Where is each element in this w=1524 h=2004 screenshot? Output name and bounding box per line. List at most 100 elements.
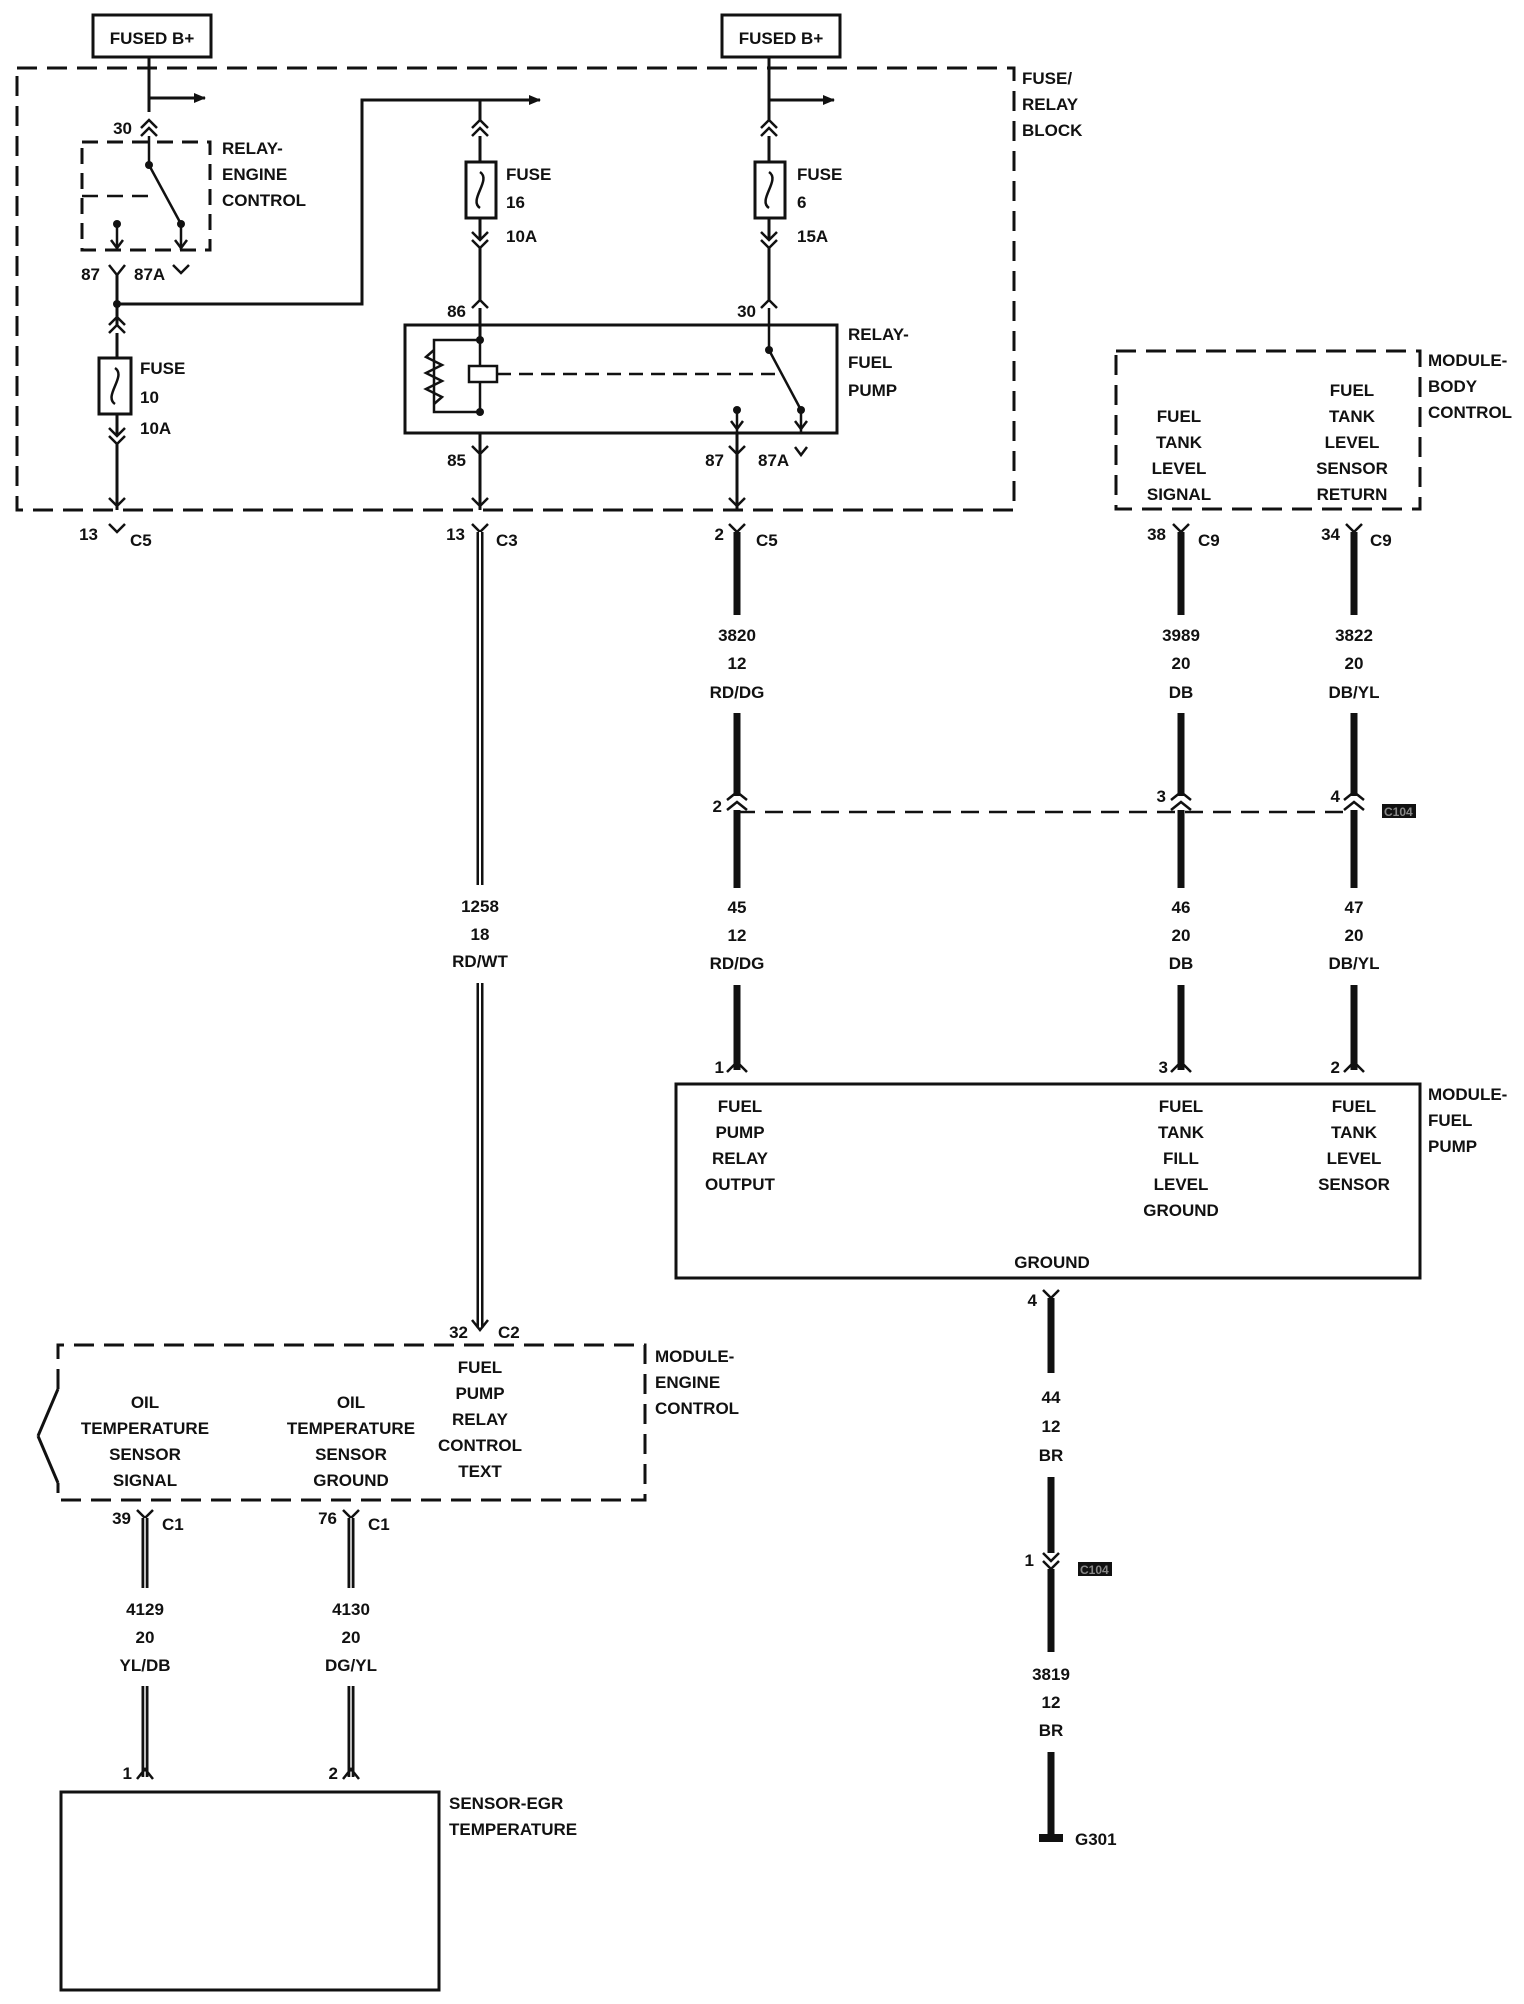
fuse-relay-block-label-2: RELAY: [1022, 95, 1079, 114]
relay-fuel-pump: 86 30 RELAY- FUEL PUMP 85 87 87A: [403, 302, 909, 510]
module-engine-sig3-3: RELAY: [452, 1410, 509, 1429]
wire-column-1354: 3822 20 DB/YL 47 20 DB/YL 2: [1329, 532, 1380, 1077]
module-body-label-1: MODULE-: [1428, 351, 1507, 370]
fuse-10-amp: 10A: [140, 419, 171, 438]
ground-g301-label: G301: [1075, 1830, 1117, 1849]
fuse-6: FUSE 6 15A: [753, 57, 842, 309]
module-fuel-label-3: PUMP: [1428, 1137, 1477, 1156]
module-fuel-sig1-2: PUMP: [715, 1123, 764, 1142]
module-engine-sig2-1: OIL: [337, 1393, 365, 1412]
connector-c5-13: 13 C5: [79, 523, 152, 550]
relay-engine-control: 30 RELAY- ENGINE CONTROL 87 87A: [80, 57, 306, 325]
module-body-sig2-1: FUEL: [1330, 381, 1374, 400]
module-body-sig1-2: TANK: [1156, 433, 1203, 452]
wire-47-gauge: 20: [1345, 926, 1364, 945]
connector-c5-13-name: C5: [130, 531, 152, 550]
wire-1258-circuit: 1258: [461, 897, 499, 916]
wire-44-color: BR: [1039, 1446, 1064, 1465]
module-fuel-sig2-2: TANK: [1158, 1123, 1205, 1142]
module-fuel-sig1-1: FUEL: [718, 1097, 762, 1116]
relay-fuel-label-2: FUEL: [848, 353, 892, 372]
wire-4129: 39 C1 4129 20 YL/DB 1: [112, 1509, 184, 1783]
connector-c9-34: 34 C9: [1321, 523, 1392, 550]
module-body-sig1-4: SIGNAL: [1147, 485, 1211, 504]
module-engine-sig2-3: SENSOR: [315, 1445, 387, 1464]
module-engine-sig1-3: SENSOR: [109, 1445, 181, 1464]
sensor-egr-label-1: SENSOR-EGR: [449, 1794, 563, 1813]
module-body-sig2-4: SENSOR: [1316, 459, 1388, 478]
module-engine-sig1-2: TEMPERATURE: [81, 1419, 209, 1438]
module-body-sig1-3: LEVEL: [1152, 459, 1207, 478]
wire-4129-color: YL/DB: [120, 1656, 171, 1675]
wire-4130-gauge: 20: [342, 1628, 361, 1647]
wire-45-gauge: 12: [728, 926, 747, 945]
module-engine-sig3-4: CONTROL: [438, 1436, 522, 1455]
module-engine-label-1: MODULE-: [655, 1347, 734, 1366]
wire-47-color: DB/YL: [1329, 954, 1380, 973]
fuse-16-number: 16: [506, 193, 525, 212]
module-fuel-sig3-3: LEVEL: [1327, 1149, 1382, 1168]
module-body-sig2-5: RETURN: [1317, 485, 1388, 504]
module-engine-sig3-2: PUMP: [455, 1384, 504, 1403]
connector-c104-pin1: 1: [1025, 1551, 1034, 1570]
sensor-egr-pin2: 2: [329, 1764, 338, 1783]
module-fuel-label-1: MODULE-: [1428, 1085, 1507, 1104]
module-fuel-sig2-3: FILL: [1163, 1149, 1199, 1168]
ground-wire: 4 44 12 BR 1 C104 3819 12 BR G301: [1025, 1289, 1117, 1849]
wire-46-circuit: 46: [1172, 898, 1191, 917]
module-fuel-pin2: 2: [1331, 1058, 1340, 1077]
relay-engine-label-3: CONTROL: [222, 191, 306, 210]
module-engine-sig3-1: FUEL: [458, 1358, 502, 1377]
module-body-sig2-3: LEVEL: [1325, 433, 1380, 452]
module-fuel-label-2: FUEL: [1428, 1111, 1472, 1130]
wire-1258-color: RD/WT: [452, 952, 508, 971]
relay-fuel-label-1: RELAY-: [848, 325, 909, 344]
module-body-control: MODULE- BODY CONTROL FUEL TANK LEVEL SIG…: [1114, 349, 1512, 511]
module-engine-sig3-5: TEXT: [458, 1462, 502, 1481]
connector-c104-pin4: 4: [1331, 787, 1341, 806]
connector-c1-39-name: C1: [162, 1515, 184, 1534]
relay-fuel-pin85: 85: [447, 451, 466, 470]
wire-4130-color: DG/YL: [325, 1656, 377, 1675]
connector-c104: 2 3 4 C104: [713, 787, 1416, 819]
relay-engine-pin30: 30: [113, 119, 132, 138]
fused-b-plus-left-label: FUSED B+: [110, 29, 195, 48]
relay-fuel-pin87: 87: [705, 451, 724, 470]
relay-fuel-pin86: 86: [447, 302, 466, 321]
module-fuel-sig1-3: RELAY: [712, 1149, 769, 1168]
fused-b-plus-right: FUSED B+: [720, 13, 842, 59]
relay-feed-wire: [117, 95, 541, 306]
wire-45-color: RD/DG: [710, 954, 765, 973]
relay-engine-pin87a: 87A: [134, 265, 165, 284]
wire-1258-gauge: 18: [471, 925, 490, 944]
module-body-label-3: CONTROL: [1428, 403, 1512, 422]
module-engine-sig2-4: GROUND: [313, 1471, 389, 1490]
module-fuel-sig3-2: TANK: [1331, 1123, 1378, 1142]
relay-engine-label-2: ENGINE: [222, 165, 287, 184]
module-fuel-sig1-4: OUTPUT: [705, 1175, 776, 1194]
module-fuel-sig3-1: FUEL: [1332, 1097, 1376, 1116]
wire-1258: 1258 18 RD/WT 32 C2: [449, 532, 520, 1342]
relay-fuel-label-3: PUMP: [848, 381, 897, 400]
connector-c104-name-2: C104: [1080, 1563, 1109, 1577]
wire-47-circuit: 47: [1345, 898, 1364, 917]
wire-44-circuit: 44: [1042, 1388, 1061, 1407]
wire-3989-gauge: 20: [1172, 654, 1191, 673]
module-body-label-2: BODY: [1428, 377, 1478, 396]
module-body-sig1-1: FUEL: [1157, 407, 1201, 426]
connector-c2-32-pin: 32: [449, 1323, 468, 1342]
connector-c104-pin3: 3: [1157, 787, 1166, 806]
wire-3819-circuit: 3819: [1032, 1665, 1070, 1684]
wire-3989-color: DB: [1169, 683, 1194, 702]
connector-c5-2-name: C5: [756, 531, 778, 550]
wire-4129-gauge: 20: [136, 1628, 155, 1647]
module-fuel-pin3: 3: [1159, 1058, 1168, 1077]
fuse-6-amp: 15A: [797, 227, 828, 246]
module-fuel-pump: MODULE- FUEL PUMP FUEL PUMP RELAY OUTPUT…: [674, 1082, 1507, 1280]
fuse-16: FUSE 16 10A: [464, 100, 551, 309]
wire-column-1181: 3989 20 DB 46 20 DB 3: [1159, 532, 1200, 1077]
connector-c9-38-pin: 38: [1147, 525, 1166, 544]
wire-4129-circuit: 4129: [126, 1600, 164, 1619]
relay-engine-label-1: RELAY-: [222, 139, 283, 158]
wire-3820-color: RD/DG: [710, 683, 765, 702]
